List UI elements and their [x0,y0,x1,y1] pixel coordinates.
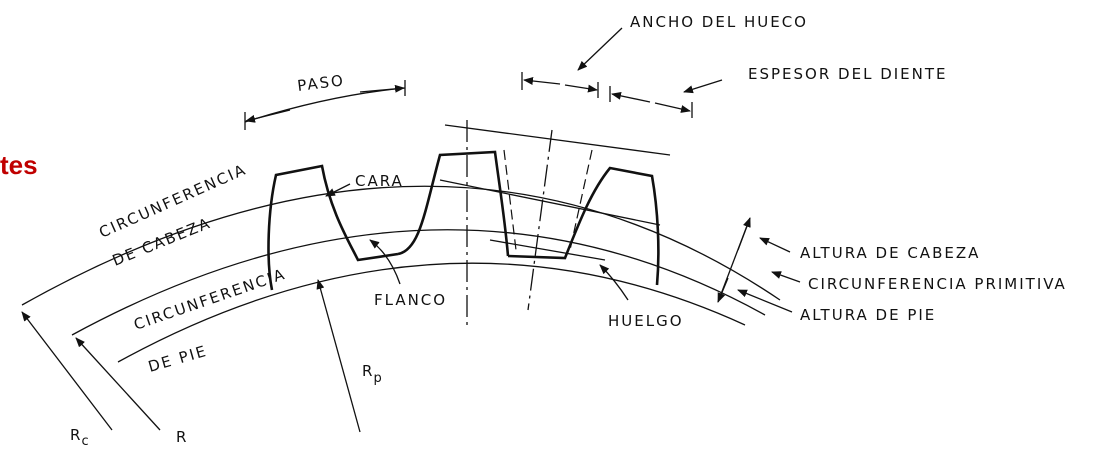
label-altura-de-cabeza: ALTURA DE CABEZA [800,244,980,262]
radius-r [75,337,161,431]
espesor-arrow-right [654,102,691,113]
label-altura-de-pie: ALTURA DE PIE [800,306,936,324]
pitch-circle [71,229,766,336]
altura-pie-leader [737,289,793,313]
label-paso: PASO [296,71,346,95]
construction-line-2 [439,179,661,226]
title-fragment: tes [0,150,38,180]
label-rp-main: R [362,362,372,380]
ancho-arrow-right [564,84,598,93]
primitiva-leader [771,271,801,283]
paso-arrow-right [359,84,405,93]
espesor-leader [683,79,723,94]
label-rc-sub: c [81,434,88,449]
label-rp-sub: p [373,371,381,386]
paso-arrow-left [245,109,291,123]
label-circunferencia-primitiva: CIRCUNFERENCIA PRIMITIVA [808,275,1067,293]
label-rc-main: R [70,426,80,444]
label-ancho-del-hueco: ANCHO DEL HUECO [630,13,808,31]
label-de-pie: DE PIE [146,342,209,376]
cara-leader [325,183,351,197]
altura-arrow-top [737,217,751,251]
altura-cabeza-leader [759,237,791,253]
center-axis-right [527,129,553,311]
construction-line-1 [444,124,671,156]
space-dash-left [503,149,517,251]
space-dash-right [569,149,593,251]
dedendum-circle [117,262,746,363]
radius-rp [316,279,361,433]
huelgo-leader [599,264,629,301]
label-cara: CARA [355,172,404,190]
label-flanco: FLANCO [374,291,447,309]
label-rc: Rc [70,426,89,449]
tooth-left [267,164,399,291]
construction-line-3 [489,239,606,261]
altura-arrow-bottom [717,277,729,303]
label-rp: Rp [362,362,382,386]
ancho-arrow-left [523,77,561,85]
flanco-leader [369,239,401,285]
ancho-leader [577,27,623,71]
paso-arc [244,87,406,123]
tooth-right [507,166,660,286]
espesor-arrow-left [611,91,651,103]
label-r: R [176,428,186,446]
tooth-middle [397,150,510,257]
radius-rc [21,311,113,431]
addendum-circle [21,185,781,306]
label-circunferencia-pie: CIRCUNFERENCIA [131,265,288,334]
label-espesor-del-diente: ESPESOR DEL DIENTE [748,65,948,83]
label-huelgo: HUELGO [608,312,684,330]
